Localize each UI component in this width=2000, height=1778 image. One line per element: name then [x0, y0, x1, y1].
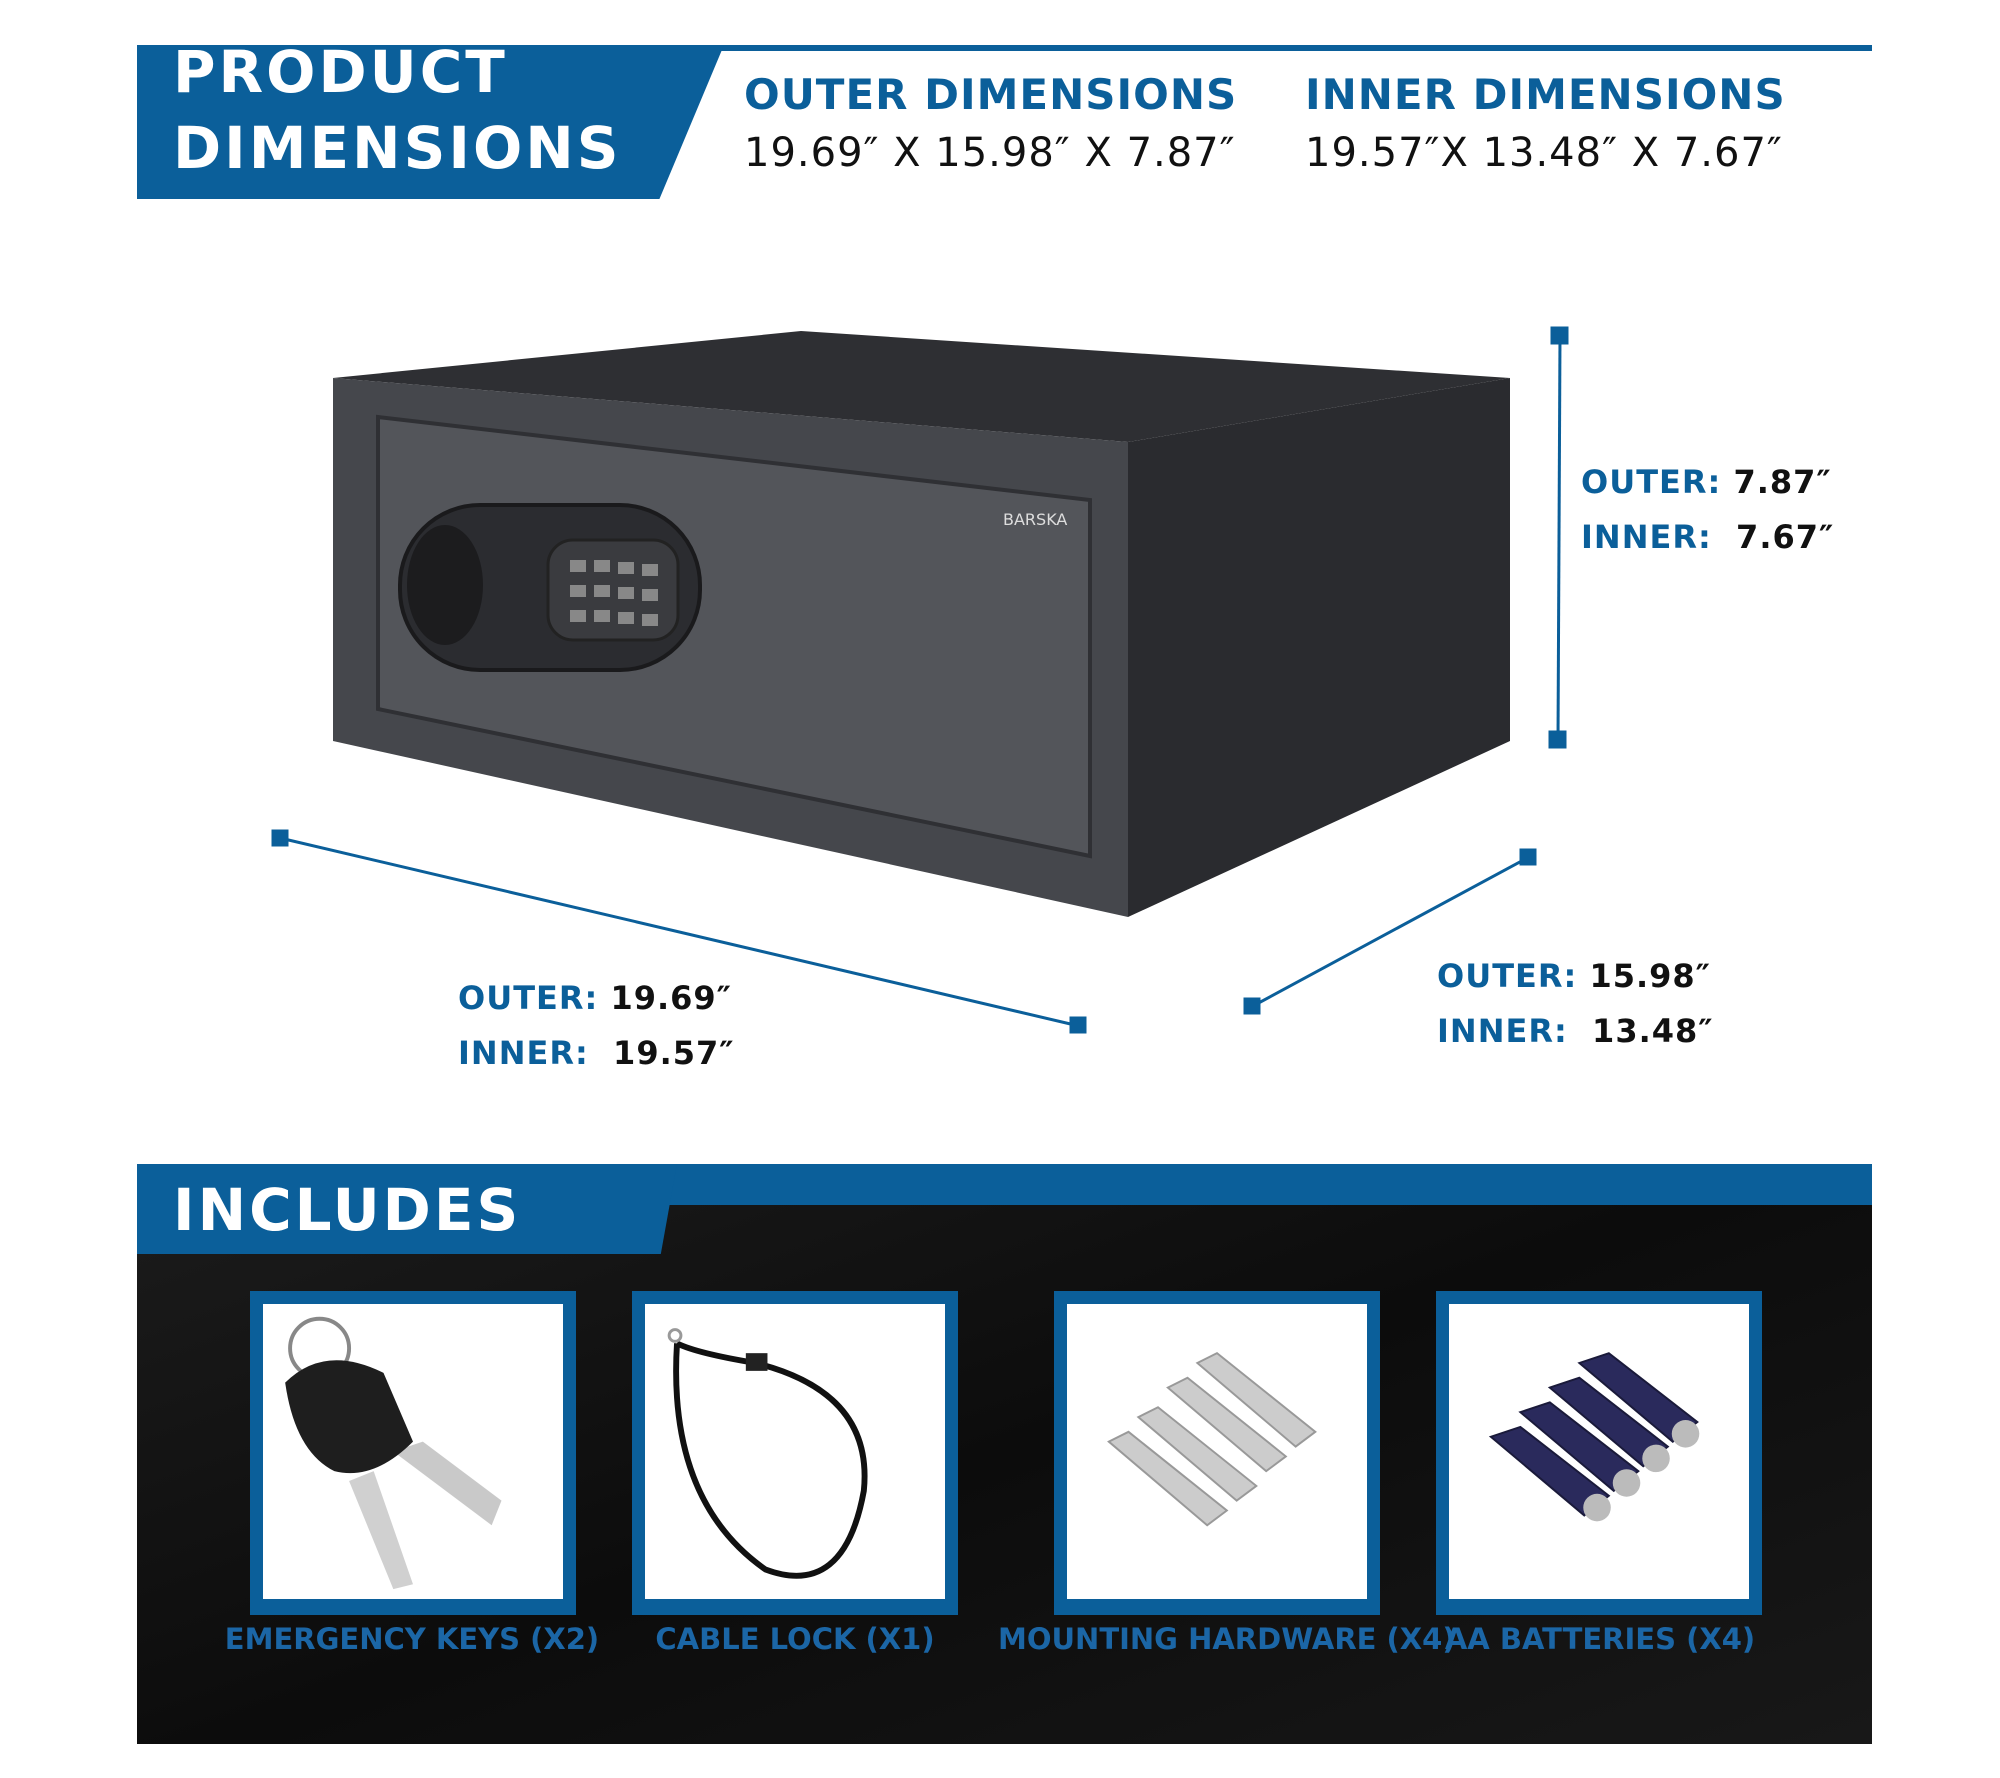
keys-card [250, 1291, 576, 1615]
inner-dimensions-value: 19.57″X 13.48″ X 7.67″ [1305, 130, 1783, 176]
batteries-icon [1488, 1352, 1700, 1522]
height-dimension-line [1556, 335, 1562, 741]
header-banner [137, 45, 724, 199]
caption-batteries: AA BATTERIES (X4) [1444, 1622, 1756, 1656]
mounting-hardware-card [1054, 1291, 1380, 1615]
safe-illustration: BARSKA [271, 326, 1569, 1034]
batteries-card [1436, 1291, 1762, 1615]
caption-mounting-hardware: MOUNTING HARDWARE (X4) [998, 1622, 1456, 1656]
width-labels: OUTER: 19.69″ INNER: 19.57″ [458, 979, 735, 1072]
height-labels: OUTER: 7.87″ INNER: 7.67″ [1581, 463, 1835, 556]
bolts-icon [1107, 1352, 1317, 1527]
caption-cable-lock: CABLE LOCK (X1) [655, 1622, 935, 1656]
brand-logo: BARSKA [1003, 510, 1067, 529]
keys-icon [285, 1316, 502, 1590]
depth-dimension-line [1252, 855, 1530, 1008]
header-rule [137, 45, 1872, 51]
includes-title: INCLUDES [173, 1176, 522, 1244]
width-dimension-line [279, 836, 1080, 1028]
includes-banner [137, 1164, 677, 1254]
depth-labels: OUTER: 15.98″ INNER: 13.48″ [1437, 957, 1714, 1050]
caption-keys: EMERGENCY KEYS (X2) [224, 1622, 600, 1656]
outer-dimensions-heading: OUTER DIMENSIONS [744, 70, 1238, 119]
cable-lock-icon [667, 1328, 868, 1579]
outer-dimensions-value: 19.69″ X 15.98″ X 7.87″ [744, 130, 1236, 176]
inner-dimensions-heading: INNER DIMENSIONS [1305, 70, 1786, 119]
cable-lock-card [632, 1291, 958, 1615]
